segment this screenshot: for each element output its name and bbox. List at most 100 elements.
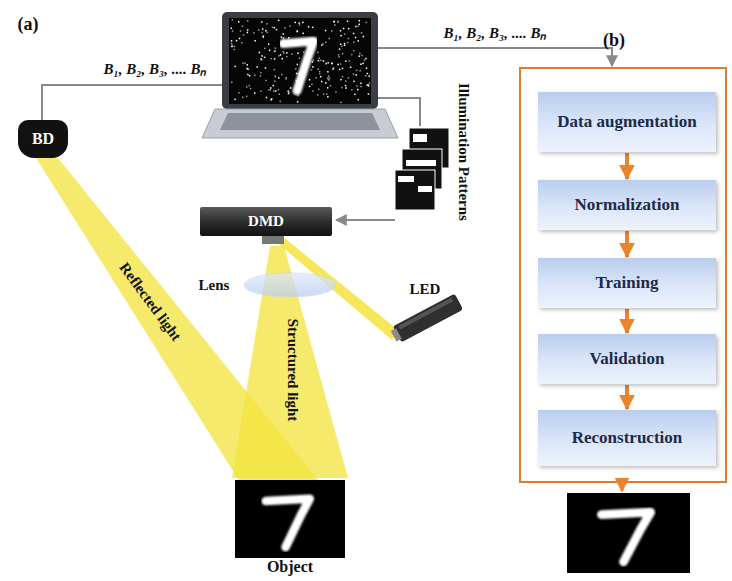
speckle-dot	[231, 45, 233, 47]
bucket-detector: BD	[18, 120, 68, 158]
speckle-dot	[286, 56, 288, 58]
speckle-dot	[313, 59, 315, 61]
speckle-dot	[289, 25, 291, 27]
speckle-dot	[234, 66, 236, 68]
speckle-dot	[274, 50, 276, 52]
speckle-dot	[353, 41, 355, 43]
speckle-dot	[231, 40, 233, 42]
speckle-dot	[278, 55, 280, 57]
speckle-dot	[295, 22, 297, 24]
speckle-dot	[270, 99, 272, 101]
speckle-dot	[234, 49, 236, 51]
digit-stroke	[283, 41, 313, 91]
speckle-dot	[345, 87, 347, 89]
speckle-dot	[359, 70, 361, 72]
speckle-dot	[297, 30, 299, 32]
speckle-dot	[344, 45, 346, 47]
speckle-dot	[323, 93, 325, 95]
speckle-dot	[320, 76, 322, 78]
pattern-stack	[395, 128, 449, 210]
node-label: BD	[32, 130, 54, 148]
speckle-dot	[328, 79, 330, 81]
speckle-dot	[242, 63, 244, 65]
speckle-dot	[265, 67, 267, 69]
speckle-dot	[360, 64, 362, 65]
laptop-base	[202, 109, 398, 138]
speckle-dot	[231, 82, 233, 84]
speckle-dot	[281, 74, 283, 76]
speckle-dot	[353, 73, 355, 75]
speckle-dot	[328, 38, 330, 40]
process-box: Validation	[538, 334, 716, 384]
speckle-dot	[249, 85, 251, 87]
speckle-dot	[320, 60, 322, 62]
speckle-dot	[298, 22, 300, 24]
speckle-dot	[325, 82, 327, 84]
speckle-dot	[340, 79, 342, 81]
speckle-dot	[340, 63, 342, 64]
speckle-dot	[273, 85, 275, 87]
speckle-dot	[288, 37, 290, 39]
speckle-dot	[231, 43, 233, 45]
speckle-dot	[234, 46, 236, 48]
speckle-dot	[309, 86, 311, 88]
node-label: Normalization	[575, 195, 680, 215]
speckle-dot	[356, 70, 358, 72]
speckle-dot	[249, 75, 251, 77]
speckle-dot	[246, 96, 248, 98]
speckle-dot	[369, 82, 371, 84]
speckle-dot	[366, 84, 368, 86]
speckle-dot	[348, 38, 350, 40]
speckle-dot	[319, 57, 321, 59]
speckle-dot	[340, 43, 342, 45]
speckle-dot	[264, 48, 266, 50]
speckle-dot	[269, 50, 271, 52]
speckle-dot	[331, 63, 333, 65]
speckle-dot	[281, 36, 283, 38]
digit-image	[601, 512, 650, 562]
speckle-dot	[264, 57, 266, 59]
flow-arrow	[625, 385, 629, 409]
led-device	[389, 294, 463, 345]
speckle-dot	[325, 42, 327, 44]
speckle-dot	[279, 93, 281, 95]
speckle-dot	[268, 43, 270, 45]
speckle-dot	[339, 69, 341, 71]
speckle-dot	[312, 61, 314, 63]
speckle-dot	[345, 85, 347, 87]
speckle-dot	[361, 55, 363, 57]
speckle-dot	[343, 28, 345, 30]
speckle-dot	[296, 73, 298, 75]
speckle-dot	[297, 64, 299, 66]
speckle-dot	[357, 99, 359, 101]
speckle-dot	[283, 37, 285, 39]
digit-stroke	[266, 499, 310, 547]
part-label: Illumination Patterns	[455, 83, 472, 221]
speckle-dot	[297, 31, 299, 33]
speckle-dot	[368, 93, 370, 95]
panel-letter: (b)	[603, 30, 625, 51]
speckle-dot	[366, 67, 368, 69]
speckle-dot	[244, 62, 246, 64]
speckle-dot	[347, 42, 349, 44]
speckle-dot	[270, 87, 272, 89]
speckle-dot	[364, 59, 366, 61]
speckle-dot	[344, 33, 346, 35]
node-label: Validation	[590, 349, 665, 369]
speckle-dot	[359, 24, 361, 26]
speckle-dot	[315, 77, 317, 79]
dmd-device: DMD	[200, 207, 332, 236]
node-label: DMD	[248, 213, 284, 230]
speckle-dot	[362, 63, 364, 65]
node-label: Training	[596, 273, 659, 293]
speckle-dot	[254, 40, 256, 42]
speckle-dot	[333, 21, 335, 23]
speckle-dot	[353, 81, 355, 83]
panel-letter: (a)	[18, 14, 39, 35]
signal-label: B₁, B₂, B₃, .... Bₙ	[104, 58, 207, 78]
speckle-dot	[348, 28, 350, 30]
speckle-dot	[240, 30, 242, 32]
speckle-dot	[261, 32, 263, 33]
speckle-dot	[317, 68, 319, 70]
